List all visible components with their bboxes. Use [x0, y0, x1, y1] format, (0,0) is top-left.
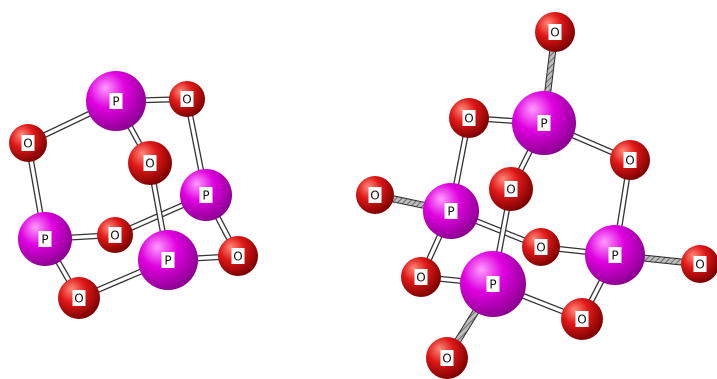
atom-label-box — [199, 187, 213, 203]
atom-label-box — [608, 247, 622, 263]
atom-label: O — [536, 241, 545, 255]
atom-label: O — [233, 250, 242, 264]
atom-label-box — [108, 227, 122, 243]
oxygen-atom-o3: O — [128, 141, 172, 185]
phosphorus-atom-p3: P — [180, 169, 232, 221]
atom-label: O — [506, 183, 515, 197]
atom-label: P — [540, 117, 547, 131]
atom-label-box — [462, 110, 476, 126]
atom-label: P — [202, 189, 209, 203]
phosphorus-atom-p2: P — [423, 183, 479, 239]
phosphorus-atom-p3: P — [585, 225, 645, 285]
oxygen-atom-o5: O — [58, 277, 100, 319]
atom-layer: P P P P O O O O O O O O O O — [356, 12, 717, 379]
molecule-p4o10: P P P P O O O O O O O O O O — [356, 12, 717, 379]
atom-label-box — [534, 239, 548, 255]
phosphorus-atom-p4: P — [460, 251, 526, 317]
bond-layer — [371, 28, 704, 362]
atom-label-box — [486, 276, 500, 292]
oxygen-atom-ob1: O — [449, 98, 489, 138]
atom-label-box — [180, 91, 194, 107]
atom-label: O — [695, 258, 704, 272]
oxygen-atom-ob4: O — [401, 257, 441, 297]
atom-label: O — [442, 352, 451, 366]
atom-label-box — [72, 290, 86, 306]
atom-label: P — [611, 249, 618, 263]
oxygen-atom-ot2: O — [356, 176, 394, 214]
oxygen-atom-ot1: O — [535, 12, 575, 52]
phosphorus-atom-p4: P — [138, 230, 198, 290]
atom-label-box — [231, 248, 245, 264]
atom-label: O — [464, 112, 473, 126]
atom-label-box — [623, 152, 637, 168]
oxygen-atom-ob3: O — [522, 228, 560, 266]
phosphorus-atom-p1: P — [512, 91, 576, 155]
atom-label: P — [112, 95, 119, 109]
atom-label-box — [38, 231, 52, 247]
oxygen-atom-o6: O — [218, 236, 258, 276]
atom-label-box — [548, 24, 562, 40]
oxygen-atom-o4: O — [97, 217, 133, 253]
atom-label-box — [444, 203, 458, 219]
atom-label-box — [440, 350, 454, 366]
atom-label-box — [414, 269, 428, 285]
atom-label: O — [182, 93, 191, 107]
atom-label-box — [693, 256, 707, 272]
atom-label: P — [164, 254, 171, 268]
oxygen-atom-ot3: O — [681, 245, 717, 283]
oxygen-atom-o1: O — [9, 124, 47, 162]
phosphorus-atom-p1: P — [86, 71, 146, 131]
atom-label: O — [74, 292, 83, 306]
atom-label: O — [110, 229, 119, 243]
atom-label-box — [504, 181, 518, 197]
phosphorus-atom-p2: P — [18, 212, 72, 266]
atom-label-box — [109, 93, 123, 109]
atom-label-box — [575, 311, 589, 327]
oxygen-atom-ot4: O — [426, 337, 468, 379]
atom-label: O — [145, 157, 154, 171]
atom-label: O — [23, 137, 32, 151]
atom-label: P — [447, 205, 454, 219]
atom-layer: P P P P O O O O O O — [9, 71, 258, 319]
oxygen-atom-ob5: O — [561, 298, 603, 340]
oxygen-atom-o2: O — [169, 81, 205, 117]
atom-label: O — [625, 154, 634, 168]
atom-label: O — [577, 313, 586, 327]
oxygen-atom-ob2: O — [610, 140, 650, 180]
atom-label: O — [416, 271, 425, 285]
atom-label-box — [161, 252, 175, 268]
atom-label: P — [489, 278, 496, 292]
molecule-p4o6: P P P P O O O O O O — [9, 71, 258, 319]
atom-label-box — [368, 187, 382, 203]
atom-label-box — [143, 155, 157, 171]
atom-label-box — [21, 135, 35, 151]
atom-label: O — [550, 26, 559, 40]
atom-label-box — [537, 115, 551, 131]
oxygen-atom-ob6: O — [489, 167, 533, 211]
atom-label: O — [370, 189, 379, 203]
atom-label: P — [41, 233, 48, 247]
